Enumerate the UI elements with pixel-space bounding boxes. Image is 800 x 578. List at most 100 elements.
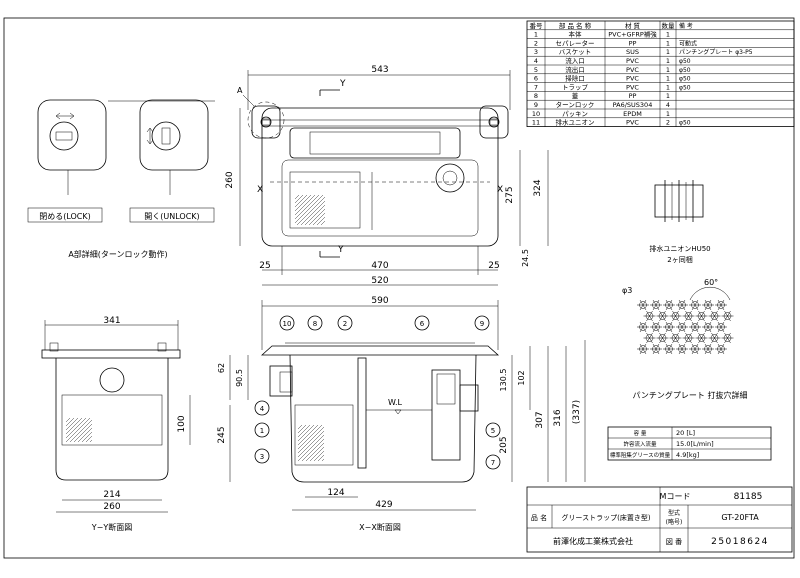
hatch-line (316, 216, 326, 226)
xx-dim-245: 245 (217, 426, 227, 443)
xx-dim-124: 124 (327, 488, 344, 498)
plan-lug-right (479, 105, 509, 139)
unlock-knob-slot (161, 127, 171, 145)
hatch-line (294, 194, 320, 220)
parts-table-cell: 1 (666, 66, 670, 74)
hatch-line (308, 208, 326, 226)
hatch-line (321, 458, 325, 462)
lock-label: 閉める(LOCK) (39, 212, 91, 221)
hatch-line (69, 419, 93, 443)
xx-dim-429: 429 (375, 500, 392, 510)
plan-basket (289, 171, 361, 229)
hatch-line (65, 417, 71, 423)
parts-table-cell: 流入口 (565, 56, 585, 65)
hatch-line (65, 417, 91, 443)
parts-table-cell: セパレーター (556, 38, 595, 47)
parts-table-cell: φ50 (679, 84, 691, 91)
hatch-line (65, 417, 87, 439)
hatch-line (297, 424, 311, 438)
hatch-line (65, 417, 75, 427)
parts-table-cell: EPDM (623, 110, 642, 118)
lock-arrow-icon (55, 112, 75, 120)
spec-value: 15.0[L/min] (676, 440, 714, 448)
xx-basket (294, 404, 354, 466)
part-balloon-number: 7 (491, 459, 495, 467)
yy-dim-260: 260 (103, 502, 120, 512)
part-balloon-number: 9 (480, 320, 484, 328)
part-balloon (279, 315, 295, 331)
parts-table-cell: 3 (534, 48, 538, 56)
parts-table-header: 番号 (530, 22, 544, 30)
xx-dim-90-5: 90.5 (235, 369, 244, 387)
spec-value: 4.9[kg] (676, 451, 699, 459)
xx-dim-62: 62 (217, 363, 226, 373)
union-detail: 排水ユニオンHU50 2ヶ同梱 (649, 180, 711, 264)
spec-label: 容 量 (634, 429, 647, 437)
plan-view: 543 Y A X X Y 260 (225, 65, 549, 286)
parts-table-cell: トラップ (562, 83, 589, 91)
plan-dim-324: 324 (533, 179, 543, 196)
parts-table-cell: 1 (666, 39, 670, 47)
hatch-line (294, 194, 300, 200)
yy-caption: Y−Y断面図 (91, 522, 132, 532)
parts-table-cell: 掃除口 (565, 74, 585, 83)
plan-dim-24-5: 24.5 (521, 249, 530, 267)
xx-caption: X−X断面図 (359, 522, 401, 532)
company-name: 前澤化成工業株式会社 (553, 536, 633, 546)
hatch-line (81, 431, 93, 443)
yy-dim-341: 341 (103, 316, 120, 326)
parts-table-cell: ターンロック (556, 100, 595, 109)
plan-lid-handle (289, 127, 461, 159)
xx-cleanout-pipe (431, 369, 461, 461)
parts-table-cell: バスケット (559, 48, 592, 56)
yy-dim-100: 100 (177, 415, 187, 432)
part-balloon (254, 422, 270, 438)
part-balloon (254, 448, 270, 464)
xx-section: 590 W.L 62 90.5 245 130.5 102 20 (217, 296, 586, 532)
parts-table-cell: PVC+GFRP補強 (608, 30, 657, 39)
parts-table-cell: 蓋 (572, 91, 579, 100)
part-balloon-number: 10 (283, 320, 292, 328)
parts-table-header: 数量 (662, 21, 676, 30)
parts-table-cell: SUS (626, 48, 639, 56)
plan-section-x-right: X (497, 185, 503, 195)
hatch-line (294, 194, 316, 216)
xx-outlet-pipe (459, 384, 479, 412)
parts-table-cell: PVC (626, 83, 639, 91)
mcode-value: 81185 (734, 492, 763, 502)
unlock-arrow-icon (146, 127, 154, 145)
plan-dim-260: 260 (225, 171, 235, 188)
hatch-line (296, 196, 326, 226)
unlock-knob-dial (151, 121, 181, 151)
parts-table-cell: 1 (666, 75, 670, 83)
hatch-line (294, 194, 324, 224)
hatch-line (294, 194, 308, 208)
part-balloon (337, 315, 353, 331)
xx-dim-102: 102 (517, 370, 526, 385)
xx-dim-205: 205 (499, 436, 509, 453)
model-value: GT-20FTA (721, 513, 759, 522)
hatch-line (317, 454, 325, 462)
parts-table-cell: 4 (666, 101, 670, 109)
part-balloon-number: 2 (343, 320, 347, 328)
hatch-line (309, 446, 325, 462)
parts-table-cell: 5 (534, 66, 538, 74)
mcode-label: Mコード (660, 492, 691, 501)
part-balloon (474, 315, 490, 331)
parts-table-cell: 1 (666, 83, 670, 91)
lock-knob-body (37, 99, 107, 171)
parts-table-cell: 10 (532, 110, 540, 118)
part-balloon-number: 5 (491, 427, 495, 435)
plan-inner-chamber (281, 159, 479, 237)
plan-section-y-bottom: Y (337, 245, 344, 255)
parts-table-cell: 2 (666, 119, 670, 127)
parts-table-cell: φ50 (679, 67, 691, 74)
xx-dim-307: 307 (535, 411, 545, 428)
yy-lid (41, 349, 181, 359)
parts-table-cell: φ50 (679, 120, 691, 127)
hatch-line (294, 194, 304, 204)
xx-dim-590: 590 (371, 296, 388, 306)
xx-separator (357, 357, 367, 469)
